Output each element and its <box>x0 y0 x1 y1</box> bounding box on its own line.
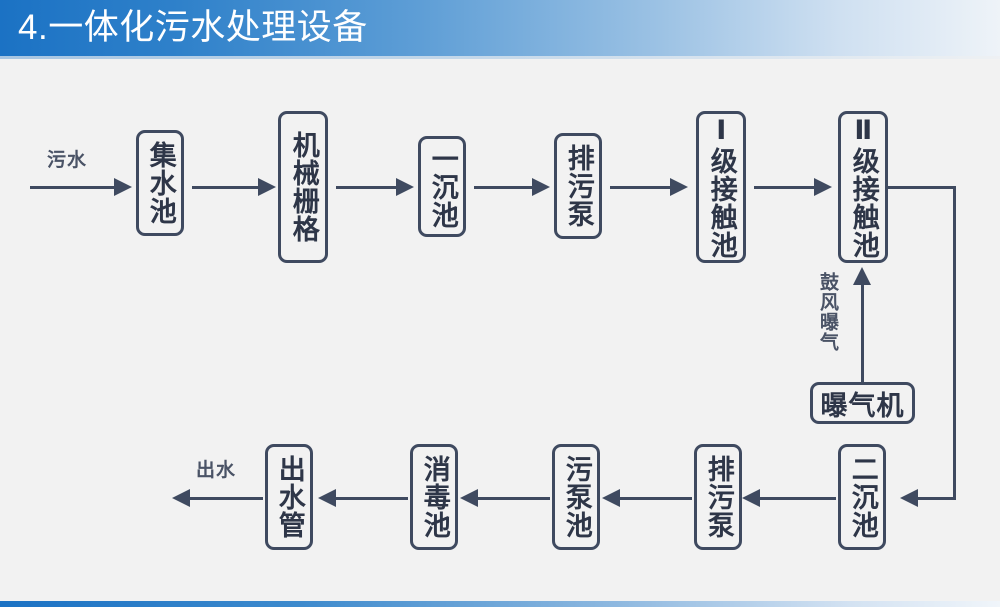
arrowhead-7 <box>602 489 620 507</box>
node-wubengchi[interactable]: 污泵池 <box>552 444 600 550</box>
arrowhead-return <box>900 489 918 507</box>
node-paiwubeng-1[interactable]: 排污泵 <box>554 133 602 239</box>
node-paiwubeng-2[interactable]: 排污泵 <box>694 444 742 550</box>
arrowhead-8 <box>460 489 478 507</box>
node-label: 机械栅格 <box>288 131 319 243</box>
header-underline <box>0 56 1000 59</box>
node-yichenchi[interactable]: 一沉池 <box>418 136 466 237</box>
node-label: 一沉池 <box>427 144 458 229</box>
node-label: 排污泵 <box>563 144 594 228</box>
node-label: 出水管 <box>274 455 305 539</box>
flow-line-4 <box>610 186 674 189</box>
flow-line-5 <box>754 186 818 189</box>
arrowhead-1 <box>258 178 276 196</box>
flow-line-outlet <box>190 497 263 500</box>
node-chushuiguan[interactable]: 出水管 <box>265 444 313 550</box>
node-yiji-jiechuchi[interactable]: Ⅰ级接触池 <box>696 111 746 263</box>
arrowhead-outlet <box>172 489 190 507</box>
arrowhead-9 <box>318 489 336 507</box>
arrowhead-4 <box>670 178 688 196</box>
header-bar <box>0 0 1000 56</box>
arrowhead-2 <box>396 178 414 196</box>
node-label: 排污泵 <box>703 455 734 539</box>
edge-label-outlet: 出水 <box>196 460 237 481</box>
node-label: 集水池 <box>145 141 176 225</box>
edge-label-aeration: 鼓风曝气 <box>817 272 838 352</box>
flow-line-3 <box>474 186 536 189</box>
footer-bar <box>0 601 1000 607</box>
node-erji-jiechuchi[interactable]: Ⅱ级接触池 <box>838 111 888 263</box>
arrowhead-3 <box>532 178 550 196</box>
flow-line-8 <box>478 497 550 500</box>
node-label: 消毒池 <box>419 455 450 539</box>
page-title: 4.一体化污水处理设备 <box>18 8 368 47</box>
node-jixieshange[interactable]: 机械栅格 <box>278 111 328 263</box>
flow-line-1 <box>192 186 262 189</box>
arrowhead-inlet <box>114 178 132 196</box>
flow-line-6 <box>760 497 836 500</box>
node-label: Ⅰ级接触池 <box>706 115 737 259</box>
aeration-line <box>861 285 864 382</box>
flow-line-inlet <box>30 186 118 189</box>
node-label: Ⅱ级接触池 <box>848 115 879 259</box>
edge-label-inlet: 污水 <box>47 150 88 171</box>
arrowhead-aeration <box>853 267 871 285</box>
arrowhead-6 <box>742 489 760 507</box>
node-xiaoduchi[interactable]: 消毒池 <box>410 444 458 550</box>
flow-line-9 <box>336 497 408 500</box>
node-puqiji[interactable]: 曝气机 <box>810 382 915 424</box>
arrowhead-5 <box>814 178 832 196</box>
node-label: 污泵池 <box>561 455 592 539</box>
node-erchenchi[interactable]: 二沉池 <box>838 444 886 550</box>
flow-line-7 <box>620 497 692 500</box>
node-label: 曝气机 <box>820 390 905 421</box>
flow-line-2 <box>336 186 400 189</box>
return-line-vertical <box>953 186 956 500</box>
node-label: 二沉池 <box>847 455 878 539</box>
return-line-top <box>888 186 956 189</box>
return-line-bottom <box>918 497 956 500</box>
node-jishuichi[interactable]: 集水池 <box>136 130 184 236</box>
